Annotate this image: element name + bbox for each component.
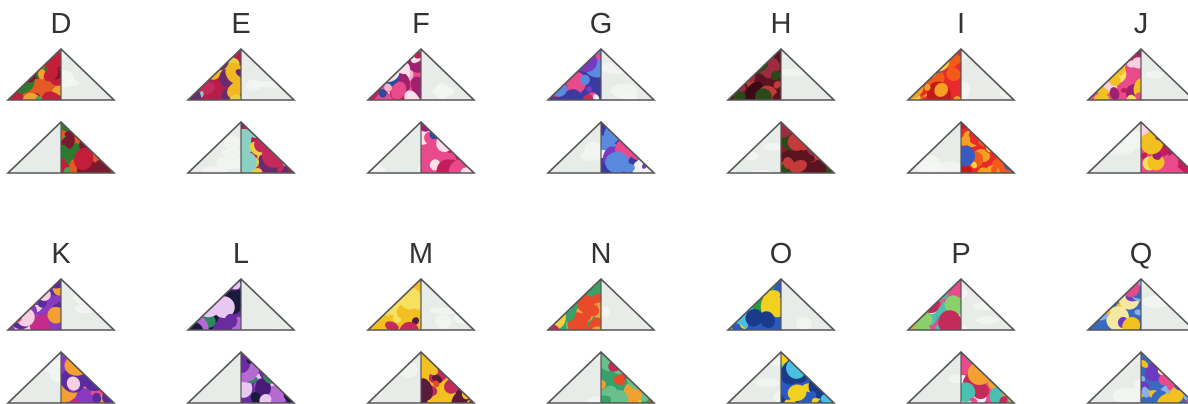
floral-print-half (366, 113, 483, 185)
triangle-unit-m-bottom (366, 350, 476, 404)
triangle-unit-f-top (366, 47, 476, 102)
triangle-unit-q-bottom (1086, 350, 1188, 404)
unit-label-e: E (201, 10, 281, 39)
triangle-unit-l-bottom (186, 350, 296, 404)
floral-print-half (0, 36, 116, 115)
unit-label-p: P (921, 240, 1001, 269)
floral-print-half (177, 38, 296, 116)
floral-print-half (174, 269, 296, 342)
triangle-unit-j-top (1086, 47, 1188, 102)
triangle-unit-i-top (906, 47, 1016, 102)
triangle-unit-n-bottom (546, 350, 656, 404)
floral-print-half (362, 272, 476, 346)
floral-print-half (6, 111, 126, 185)
triangle-unit-e-bottom (186, 120, 296, 175)
triangle-unit-d-bottom (6, 120, 116, 175)
unit-label-d: D (21, 10, 101, 39)
triangle-unit-d-top (6, 47, 116, 102)
triangle-unit-f-bottom (366, 120, 476, 175)
unit-label-h: H (741, 10, 821, 39)
unit-label-n: N (561, 240, 641, 269)
unit-label-k: K (21, 240, 101, 269)
floral-print-half (538, 38, 656, 113)
triangle-unit-q-top (1086, 277, 1188, 332)
floral-print-half (186, 108, 304, 189)
floral-print-half (717, 39, 836, 114)
triangle-unit-m-top (366, 277, 476, 332)
triangle-unit-n-top (546, 277, 656, 332)
unit-label-i: I (921, 10, 1001, 39)
floral-print-half (906, 110, 1020, 187)
triangle-unit-j-bottom (1086, 120, 1188, 175)
triangle-unit-h-top (726, 47, 836, 102)
unit-label-m: M (381, 240, 461, 269)
unit-label-f: F (381, 10, 461, 39)
floral-print-half (1078, 39, 1188, 112)
triangle-unit-o-top (726, 277, 836, 332)
triangle-unit-l-top (186, 277, 296, 332)
triangle-unit-e-top (186, 47, 296, 102)
unit-label-j: J (1101, 10, 1181, 39)
unit-label-o: O (741, 240, 821, 269)
triangle-unit-p-top (906, 277, 1016, 332)
triangle-unit-o-bottom (726, 350, 836, 404)
triangle-unit-g-top (546, 47, 656, 102)
unit-label-g: G (561, 10, 641, 39)
triangle-unit-i-bottom (906, 120, 1016, 175)
triangle-unit-k-bottom (6, 350, 116, 404)
triangle-unit-h-bottom (726, 120, 836, 175)
triangle-unit-g-bottom (546, 120, 656, 175)
triangle-unit-p-bottom (906, 350, 1016, 404)
unit-label-l: L (201, 240, 281, 269)
triangle-unit-k-top (6, 277, 116, 332)
floral-print-half (726, 107, 844, 188)
floral-print-half (536, 268, 656, 343)
unit-label-q: Q (1101, 240, 1181, 269)
